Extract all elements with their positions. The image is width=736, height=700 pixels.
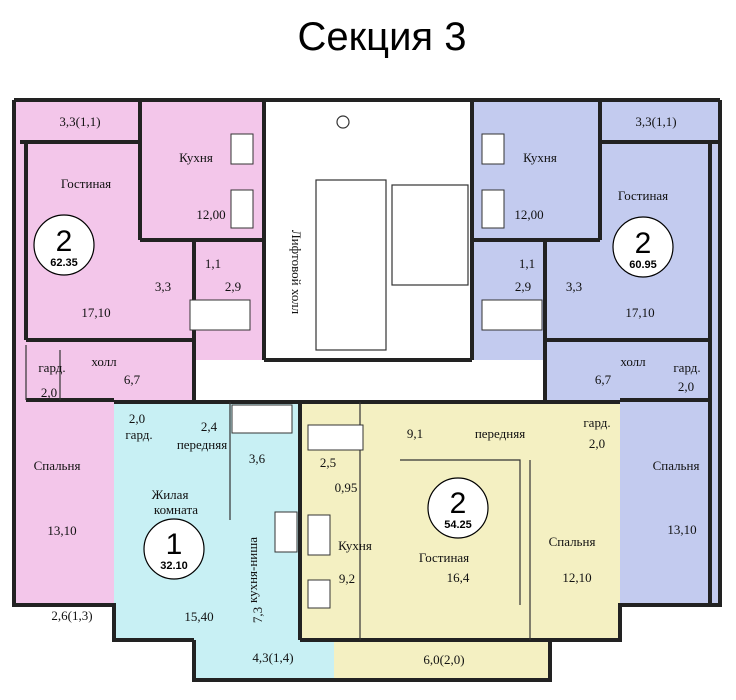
studio-gard-area: 2,0: [129, 411, 145, 426]
studio-balcony-label: 4,3(1,4): [252, 650, 293, 665]
right-kitchen-label: Кухня: [523, 150, 557, 165]
badge-right-area: 60.95: [629, 259, 657, 271]
left-hall-area: 6,7: [124, 372, 141, 387]
badge-center: 2 54.25: [427, 477, 489, 539]
right-gard-label: гард.: [673, 360, 700, 375]
right-stove-icon: [481, 133, 505, 165]
left-bedroom-zone: [14, 400, 114, 605]
center-wc-area: 0,95: [335, 480, 358, 495]
right-lower-zone: [545, 360, 720, 400]
left-gard-label: гард.: [38, 360, 65, 375]
badge-right-rooms: 2: [635, 227, 652, 260]
badge-center-area: 54.25: [444, 519, 472, 531]
studio-living-label-1: Жилая: [152, 487, 189, 502]
center-gard-area: 2,0: [589, 436, 605, 451]
studio-kitchen-niche-area: 7,3: [250, 607, 265, 623]
center-bedroom-area: 12,10: [562, 570, 591, 585]
left-kitchen-label: Кухня: [179, 150, 213, 165]
left-bathtub-icon: [189, 299, 251, 331]
left-bedroom-area: 13,10: [47, 523, 76, 538]
left-loggia-label: 2,6(1,3): [51, 608, 92, 623]
studio-kitchen-niche-label: кухня-ниша: [245, 537, 260, 603]
studio-front-label: передняя: [177, 437, 227, 452]
left-hall-label: холл: [91, 354, 117, 369]
right-balcony-label: 3,3(1,1): [635, 114, 676, 129]
center-gard-label: гард.: [583, 415, 610, 430]
left-living-area: 17,10: [81, 305, 110, 320]
right-kitchen-area: 12,00: [514, 207, 543, 222]
badge-right: 2 60.95: [612, 216, 674, 278]
right-living-area: 17,10: [625, 305, 654, 320]
badge-studio-rooms: 1: [166, 528, 183, 561]
center-kitchen-area: 9,2: [339, 571, 355, 586]
studio-living-area: 15,40: [184, 609, 213, 624]
studio-gard-label: гард.: [125, 427, 152, 442]
lift-lamp-icon: [336, 115, 350, 129]
studio-front-area: 2,4: [201, 419, 218, 434]
left-sink-icon: [230, 189, 254, 229]
right-bedroom-label: Спальня: [653, 458, 700, 473]
left-living-label: Гостиная: [61, 176, 111, 191]
badge-center-rooms: 2: [450, 487, 467, 520]
right-gard-area: 2,0: [678, 379, 694, 394]
right-living-label: Гостиная: [618, 188, 668, 203]
left-hall-3-3: 3,3: [155, 279, 171, 294]
left-lower-zone: [14, 360, 194, 400]
badge-left-rooms: 2: [56, 225, 73, 258]
section-title: Секция 3: [298, 15, 467, 59]
studio-bathtub-icon: [231, 404, 293, 434]
badge-studio-area: 32.10: [160, 560, 188, 572]
right-bathtub-icon: [481, 299, 543, 331]
fixtures: [189, 115, 543, 609]
studio-sink-icon: [274, 511, 298, 553]
right-hall-area: 6,7: [595, 372, 612, 387]
center-living-area: 16,4: [447, 570, 470, 585]
studio-balcony-zone: [194, 640, 334, 680]
left-balcony-label: 3,3(1,1): [59, 114, 100, 129]
badge-left: 2 62.35: [33, 214, 95, 276]
apartment-studio-zone: [114, 402, 300, 640]
right-hall-3-3: 3,3: [566, 279, 582, 294]
left-wc-area: 1,1: [205, 256, 221, 271]
center-balcony-zone: [334, 640, 550, 680]
center-balcony-label: 6,0(2,0): [423, 652, 464, 667]
right-bedroom-zone: [620, 400, 720, 605]
center-front-area: 9,1: [407, 426, 423, 441]
center-front-label: передняя: [475, 426, 525, 441]
lift-hall-label: Лифтовой холл: [289, 230, 304, 315]
right-wc-area: 1,1: [519, 256, 535, 271]
left-gard-area: 2,0: [41, 385, 57, 400]
right-bedroom-area: 13,10: [667, 522, 696, 537]
center-bedroom-label: Спальня: [549, 534, 596, 549]
center-bath-area: 2,5: [320, 455, 336, 470]
right-bath-area: 2,9: [515, 279, 531, 294]
right-sink-icon: [481, 189, 505, 229]
studio-bath-area: 3,6: [249, 451, 266, 466]
badge-left-area: 62.35: [50, 257, 78, 269]
center-kitchen-label: Кухня: [338, 538, 372, 553]
studio-living-label-2: комната: [154, 502, 198, 517]
walls: [12, 98, 722, 682]
center-bathtub-icon: [307, 424, 364, 451]
center-stove-icon: [307, 579, 331, 609]
center-sink-icon: [307, 514, 331, 556]
right-hall-label: холл: [620, 354, 646, 369]
center-living-label: Гостиная: [419, 550, 469, 565]
left-kitchen-area: 12,00: [196, 207, 225, 222]
badge-studio: 1 32.10: [143, 518, 205, 580]
left-bath-area: 2,9: [225, 279, 241, 294]
left-bedroom-label: Спальня: [34, 458, 81, 473]
left-stove-icon: [230, 133, 254, 165]
